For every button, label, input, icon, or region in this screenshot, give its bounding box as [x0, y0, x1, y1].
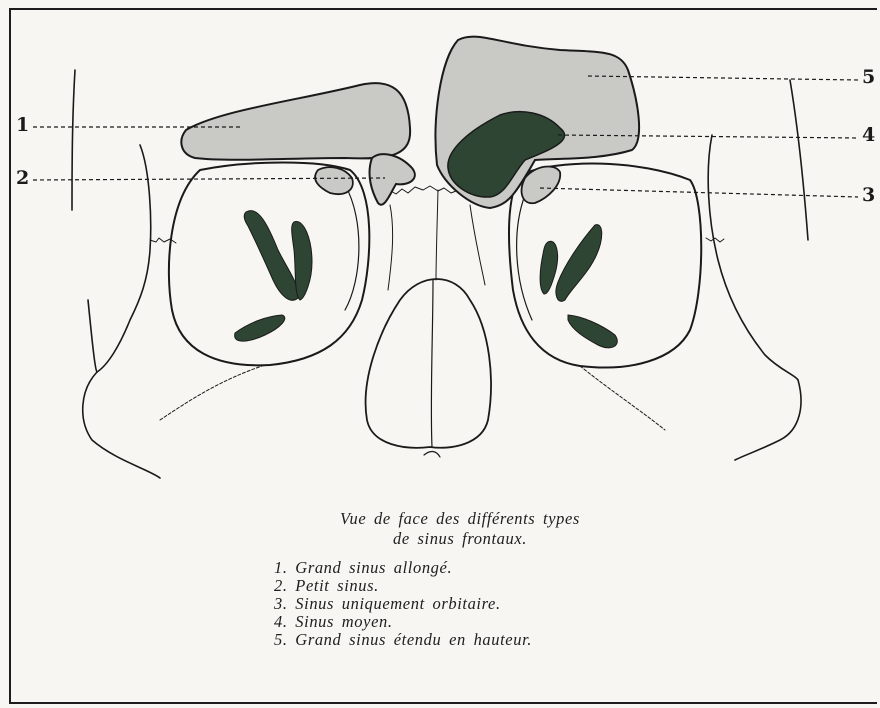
- right-orbit-medial-wall: [517, 195, 532, 320]
- nasal-bridge-left: [388, 205, 393, 290]
- caption-line-2: de sinus frontaux.: [250, 529, 670, 549]
- caption-line-1: Vue de face des différents types: [250, 509, 670, 529]
- left-orbit-medial-wall: [345, 185, 359, 310]
- label-4: 4: [862, 124, 875, 146]
- figure-caption: Vue de face des différents types de sinu…: [250, 509, 670, 649]
- suture-left: [150, 238, 176, 243]
- left-fissure-a: [244, 211, 298, 301]
- suture-lower-right: [580, 366, 665, 430]
- legend-item-3: 3. Sinus uniquement orbitaire.: [274, 595, 670, 613]
- frontonasal-suture: [385, 186, 456, 195]
- right-fissure-c: [568, 315, 617, 348]
- sinus-2-petit: [370, 154, 415, 205]
- legend-item-5: 5. Grand sinus étendu en hauteur.: [274, 631, 670, 649]
- legend-list: 1. Grand sinus allongé. 2. Petit sinus. …: [274, 559, 670, 649]
- suture-right: [706, 238, 724, 242]
- legend-item-2: 2. Petit sinus.: [274, 577, 670, 595]
- nasal-septum: [431, 280, 433, 447]
- nasal-bridge-right: [470, 205, 485, 285]
- left-fissure-c: [235, 315, 285, 341]
- left-cheek: [83, 372, 160, 478]
- skull-contour-left-lower: [88, 300, 97, 372]
- nasal-cavity: [366, 279, 491, 448]
- right-temporal: [708, 135, 798, 380]
- legend-item-1: 1. Grand sinus allongé.: [274, 559, 670, 577]
- label-2: 2: [16, 167, 29, 189]
- nasal-bridge-mid: [436, 190, 438, 280]
- legend-item-4: 4. Sinus moyen.: [274, 613, 670, 631]
- caption-title: Vue de face des différents types de sinu…: [250, 509, 670, 549]
- right-cheek: [735, 380, 801, 460]
- skull-contour-left: [72, 70, 75, 210]
- leader-3: [540, 188, 858, 197]
- right-fissure-a: [556, 225, 602, 302]
- label-5: 5: [862, 66, 875, 88]
- label-3: 3: [862, 184, 875, 206]
- anterior-nasal-spine: [424, 451, 440, 457]
- sinus-shapes: [181, 37, 639, 208]
- suture-lower-left: [160, 365, 265, 420]
- sinus-1-grand-allonge: [181, 83, 410, 160]
- skull-contour-right: [790, 80, 808, 240]
- right-fissure-b: [540, 241, 557, 294]
- label-1: 1: [16, 114, 29, 136]
- sinus-3-orbitaire: [315, 167, 353, 194]
